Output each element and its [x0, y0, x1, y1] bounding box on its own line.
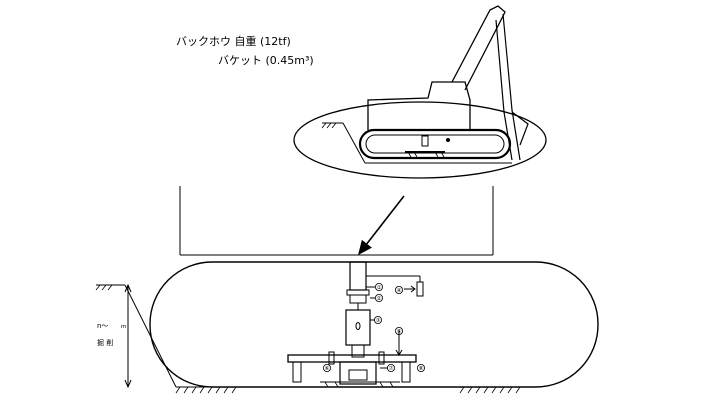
depth-range: n～	[97, 322, 108, 330]
marker-5: ⑤	[397, 329, 402, 335]
marker-1: ①	[377, 285, 382, 291]
marker-8: ⑧	[419, 366, 424, 372]
marker-6: ⑥	[325, 366, 330, 372]
marker-3: ③	[376, 318, 381, 324]
zoom-ellipse	[293, 101, 547, 179]
backhoe-detail	[293, 5, 547, 179]
boom	[451, 5, 506, 91]
upper-body	[367, 81, 471, 130]
crawler-track	[358, 128, 512, 160]
track-inner	[365, 134, 505, 154]
excavation-slope	[95, 284, 177, 388]
slope-line	[342, 122, 366, 164]
machine-caption: バックホウ 自重 (12tf)	[176, 34, 291, 48]
zoom-arrow	[358, 195, 405, 256]
controller-box	[416, 281, 424, 297]
depth-dimension: n～ m 掘 削	[97, 283, 132, 389]
depth-unit: m	[121, 324, 126, 330]
marker-4: ④	[397, 288, 402, 294]
bucket-caption: バケット (0.45m³)	[218, 54, 314, 67]
main-cylinder	[345, 309, 371, 346]
marker-2: ②	[377, 295, 382, 302]
base-block	[339, 361, 377, 385]
upper-cylinder	[349, 261, 367, 291]
marker-7: ⑦	[389, 365, 394, 372]
arm	[495, 13, 521, 161]
main-oval	[149, 261, 599, 388]
part-markers: ① ② ③ ④ ⑤ ⑥ ⑦ ⑧	[322, 282, 425, 372]
ground-hatching	[175, 386, 530, 394]
depth-word: 掘 削	[97, 338, 113, 347]
column-apparatus	[287, 261, 424, 388]
bucket	[511, 111, 529, 146]
